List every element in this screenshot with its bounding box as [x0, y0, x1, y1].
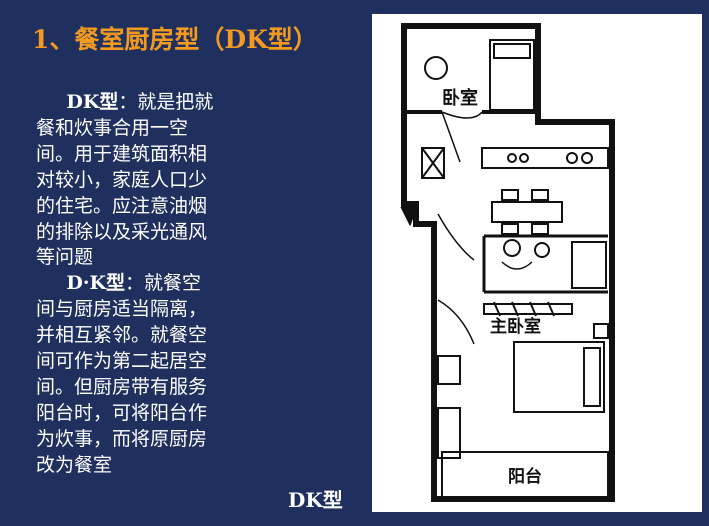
- figure-caption: DK型: [288, 488, 343, 512]
- dk-description: ：就是把就餐和炊事合用一空间。用于建筑面积相对较小，家庭人口少的住宅。应注意油烟…: [36, 91, 214, 269]
- balcony-label: 阳台: [508, 466, 542, 487]
- body-text: DK型：就是把就餐和炊事合用一空间。用于建筑面积相对较小，家庭人口少的住宅。应注…: [36, 90, 216, 479]
- bedroom-bed: [489, 39, 535, 111]
- shaft: [421, 147, 445, 179]
- entrance-door: [400, 207, 418, 227]
- desk: [437, 355, 461, 385]
- bedroom-door: [441, 111, 483, 119]
- outer-wall: [401, 23, 615, 502]
- wardrobe: [483, 303, 573, 315]
- d-k-term: D·K型: [66, 272, 125, 295]
- d-k-description: ：就餐空间与厨房适当隔离，并相互紧邻。就餐空间可作为第二起居空间。但厨房带有服务…: [36, 272, 208, 476]
- slide-title: 1、餐室厨房型（DK型）: [32, 25, 318, 54]
- kitchen-counter: [481, 147, 609, 169]
- balcony-rect: [441, 451, 609, 499]
- floor-plan-drawing: 卧室 主卧室 阳台: [400, 23, 615, 502]
- dk-paragraph: DK型：就是把就餐和炊事合用一空间。用于建筑面积相对较小，家庭人口少的住宅。应注…: [36, 90, 216, 271]
- bathroom-walls: [482, 234, 608, 294]
- d-k-paragraph: D·K型：就餐空间与厨房适当隔离，并相互紧邻。就餐空间可作为第二起居空间。但厨房…: [36, 271, 216, 478]
- bedroom-chair: [424, 56, 448, 80]
- master-bedroom-label: 主卧室: [490, 316, 541, 337]
- dk-term: DK型: [66, 91, 119, 113]
- floor-plan: 卧室 主卧室 阳台: [372, 14, 702, 512]
- bedroom-label: 卧室: [442, 87, 478, 109]
- dining-table: [491, 201, 563, 223]
- master-bed: [513, 341, 605, 413]
